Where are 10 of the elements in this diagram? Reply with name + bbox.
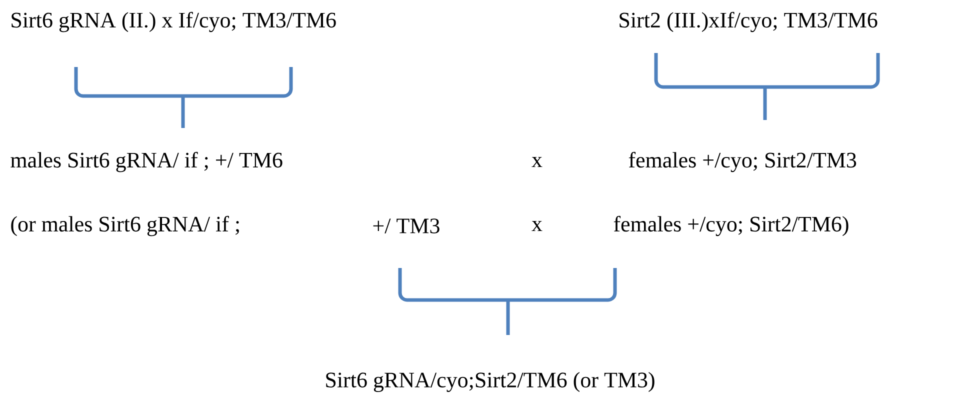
text-label: Sirt6 gRNA (II.) x If/cyo; TM3/TM6 <box>12 12 336 32</box>
text-label: x <box>532 156 542 168</box>
text-label: males Sirt6 gRNA/ if ; +/ TM6 <box>10 152 282 172</box>
text-label: females +/cyo; Sirt2/TM6) <box>614 216 848 236</box>
text-label: Sirt2 (III.)xIf/cyo; TM3/TM6 <box>620 12 878 32</box>
text-label: females +/cyo; Sirt2/TM3 <box>628 152 856 172</box>
text-label: x <box>532 220 542 232</box>
text-label: Sirt6 gRNA/cyo;Sirt2/TM6 (or TM3) <box>326 372 654 392</box>
text-label: (or males Sirt6 gRNA/ if ; <box>11 216 239 236</box>
text-label: +/ TM3 <box>373 218 440 234</box>
